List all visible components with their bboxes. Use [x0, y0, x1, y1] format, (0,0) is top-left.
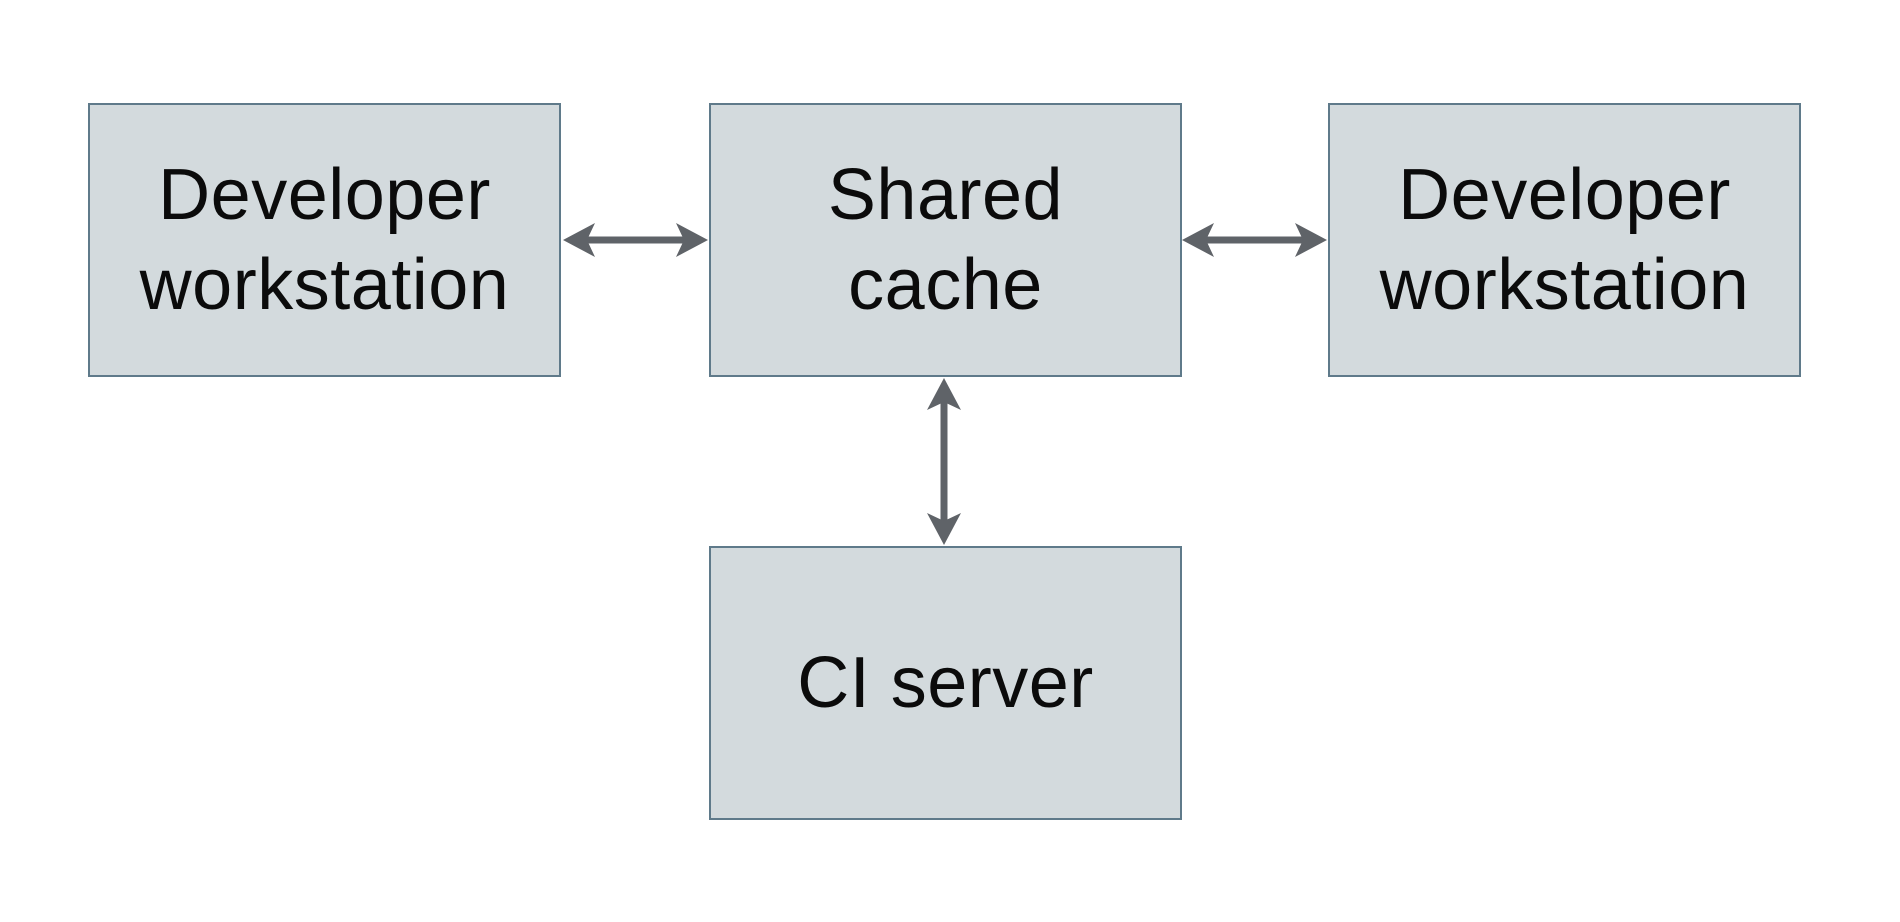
bidirectional-arrow-icon	[927, 378, 961, 545]
node-developer-workstation-right: Developer workstation	[1328, 103, 1801, 377]
node-label-line: workstation	[139, 245, 510, 325]
node-developer-workstation-left: Developer workstation	[88, 103, 561, 377]
node-ci-server: CI server	[709, 546, 1182, 820]
node-label: CI server	[797, 638, 1094, 728]
node-label-line: Developer	[158, 155, 491, 235]
node-label-line: Shared	[827, 155, 1064, 235]
node-label: Developer workstation	[140, 150, 510, 330]
node-label-line: Developer	[1398, 155, 1731, 235]
node-shared-cache: Shared cache	[709, 103, 1182, 377]
node-label: Shared cache	[828, 150, 1063, 330]
node-label-line: CI server	[797, 643, 1094, 723]
node-label-line: workstation	[1379, 245, 1750, 325]
bidirectional-arrow-icon	[563, 223, 708, 257]
bidirectional-arrow-icon	[1182, 223, 1327, 257]
node-label-line: cache	[848, 245, 1043, 325]
node-label: Developer workstation	[1380, 150, 1750, 330]
